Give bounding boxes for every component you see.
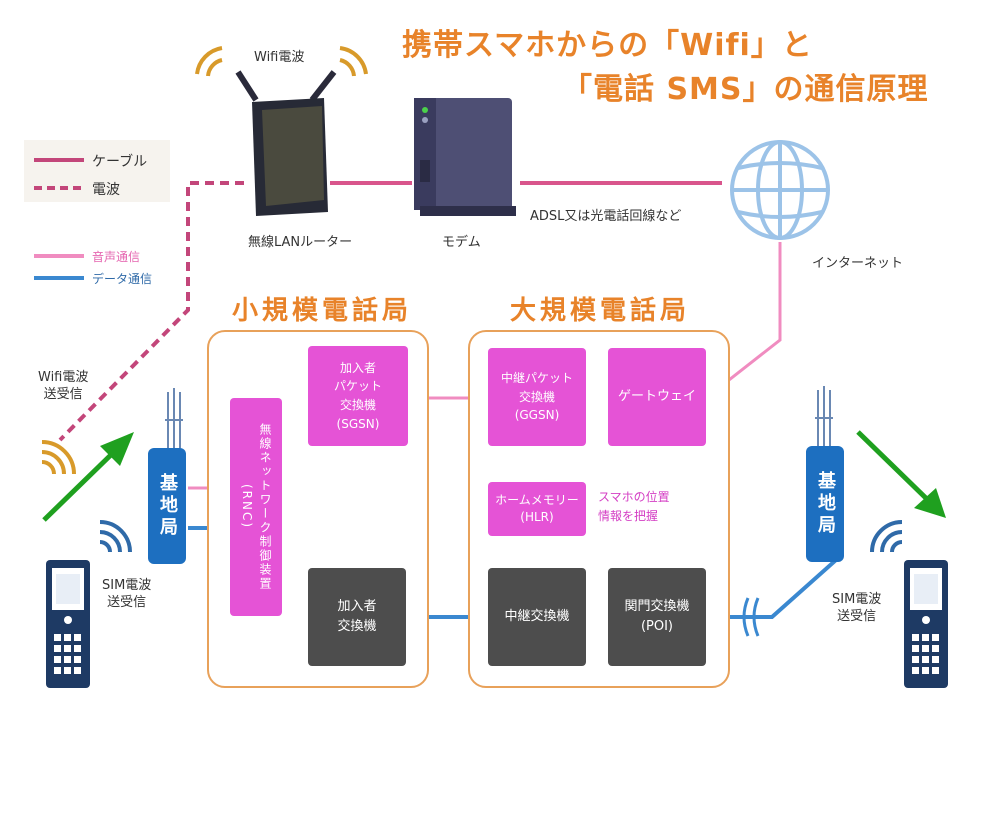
wifi-waves-right-icon (339, 46, 368, 77)
relay-switch-node: 中継交換機 (488, 568, 586, 666)
internet-globe-icon (730, 140, 830, 240)
wifi-waves-left-icon (195, 46, 223, 77)
small-station-title: 小規模電話局 (232, 296, 413, 326)
poi-node: 関門交換機 (POI) (608, 568, 706, 666)
title-line-2: 「電話 SMS」の通信原理 (562, 72, 929, 107)
green-arrow-down-icon (856, 430, 946, 518)
phone-right-icon (904, 560, 948, 688)
legend-cable-label: ケーブル (92, 154, 148, 170)
modem-icon (414, 98, 516, 216)
ggsn-node: 中継パケット 交換機 (GGSN) (488, 348, 586, 446)
base-station-left: 基地局 (148, 448, 186, 564)
wifi-radio-label: Wifi電波 (254, 50, 305, 65)
gateway-node: ゲートウェイ (608, 348, 706, 446)
large-station-title: 大規模電話局 (510, 296, 691, 326)
signal-waves-left-icon (99, 520, 132, 553)
wifi-waves-phone-icon (41, 440, 76, 475)
legend-voice-label: 音声通信 (92, 250, 141, 264)
signal-waves-right-icon (870, 520, 903, 553)
rnc-node: 無線ネットワーク制御装置 (RNC) (230, 398, 282, 616)
router-label: 無線LANルーター (248, 235, 353, 250)
hlr-node: ホームメモリー (HLR) (488, 482, 586, 536)
sgsn-node: 加入者 パケット 交換機 (SGSN) (308, 346, 408, 446)
adsl-label: ADSL又は光電話回線など (530, 209, 682, 224)
router-icon (235, 70, 337, 216)
antenna-left-icon (165, 388, 183, 448)
phone-left-icon (46, 560, 90, 688)
wave-break-mark (742, 597, 760, 637)
subscriber-switch-node: 加入者 交換機 (308, 568, 406, 666)
title-line-1: 携帯スマホからの「Wifi」と (402, 28, 813, 63)
legend-box (24, 140, 170, 202)
legend-radio-label: 電波 (92, 182, 120, 198)
legend-data-label: データ通信 (92, 272, 153, 286)
green-arrow-up-icon (42, 432, 134, 522)
base-station-right: 基地局 (806, 446, 844, 562)
sim-right-label: SIM電波 送受信 (832, 592, 882, 624)
voice-gateway-internet (705, 242, 782, 400)
sim-left-label: SIM電波 送受信 (102, 578, 152, 610)
internet-label: インターネット (812, 256, 904, 271)
antenna-right-icon (815, 386, 833, 446)
wifi-tx-label: Wifi電波 送受信 (38, 370, 89, 402)
wifi-dashed-link (58, 181, 244, 442)
modem-label: モデム (442, 235, 481, 250)
hlr-note: スマホの位置 情報を把握 (598, 490, 670, 524)
